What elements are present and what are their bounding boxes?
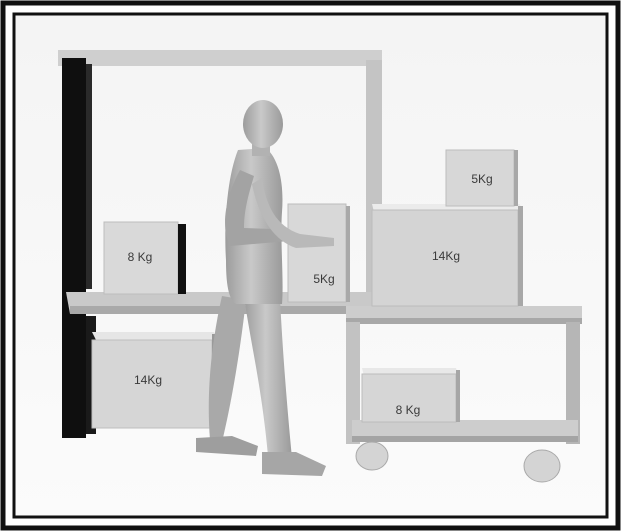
box-stack-big: 14Kg [372,204,523,306]
shelf-top-rail [58,50,382,66]
box-label: 8 Kg [396,403,421,417]
box-label: 5Kg [313,272,334,286]
cart-bottom-edge [352,436,578,442]
cart-top-edge [346,318,582,324]
cart-wheel [524,450,560,482]
box-label: 8 Kg [128,250,153,264]
cart-wheel [356,442,388,470]
box-label: 14Kg [134,373,162,387]
shelf-left-post-dark [62,58,86,438]
box-held: 5Kg [288,204,350,302]
box-cart-lower: 8 Kg [362,368,460,422]
box-label: 14Kg [432,249,460,263]
person-head [243,100,283,148]
box-shelf-bottom: 14Kg [92,332,218,428]
box-shelf-top: 8 Kg [104,222,186,294]
box-stack-top: 5Kg [446,150,518,206]
box-label: 5Kg [471,172,492,186]
shelf-inner-black-edge [86,64,92,289]
